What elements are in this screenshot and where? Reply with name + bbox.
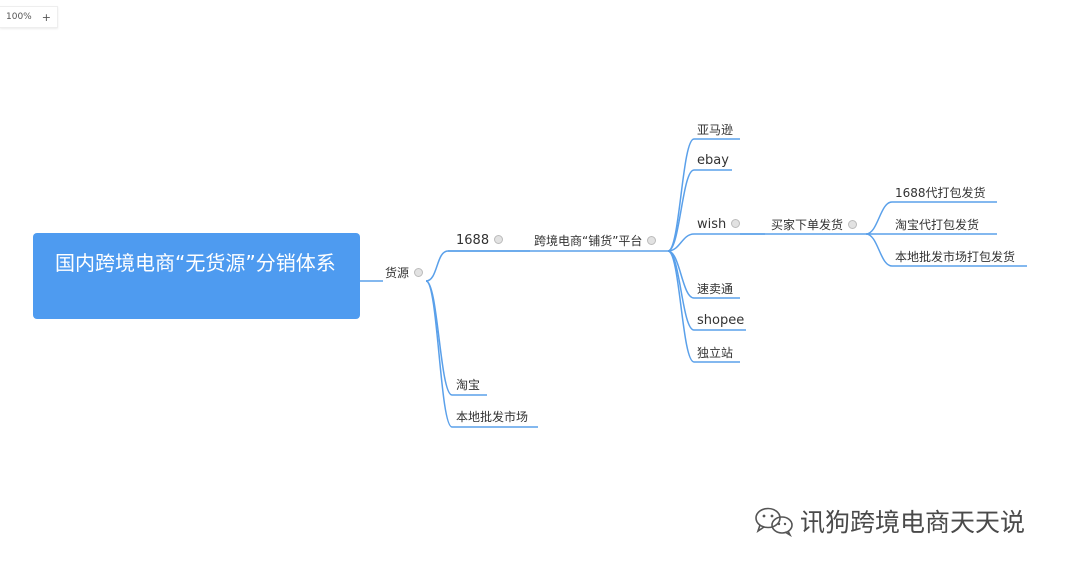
zoom-in-button[interactable]: + <box>41 10 51 24</box>
node-ship-taobao-label: 淘宝代打包发货 <box>895 218 980 232</box>
node-ship-1688-label: 1688代打包发货 <box>895 186 986 200</box>
node-local-market[interactable]: 本地批发市场 <box>456 408 528 426</box>
node-ebay[interactable]: ebay <box>697 152 729 170</box>
zoom-toolbar: 100% + <box>0 6 58 28</box>
node-1688[interactable]: 1688 <box>456 232 504 250</box>
node-aliexpress-label: 速卖通 <box>697 282 734 296</box>
zoom-level: 100% <box>6 12 32 22</box>
node-independent-label: 独立站 <box>697 346 734 360</box>
node-independent[interactable]: 独立站 <box>697 344 733 362</box>
node-wish[interactable]: wish <box>697 216 741 234</box>
root-node[interactable]: 国内跨境电商“无货源”分销体系 <box>33 233 360 319</box>
link-platform-independent <box>667 250 740 363</box>
node-1688-label: 1688 <box>456 233 490 248</box>
node-amazon[interactable]: 亚马逊 <box>697 121 733 139</box>
watermark-text: 讯狗跨境电商天天说 <box>800 508 1026 537</box>
watermark: 讯狗跨境电商天天说 <box>752 503 1025 539</box>
node-buyer-order-label: 买家下单发货 <box>771 218 844 232</box>
link-platform-ebay <box>667 169 732 252</box>
collapse-icon[interactable] <box>494 235 504 244</box>
node-ship-local-label: 本地批发市场打包发货 <box>895 250 1016 264</box>
link-source-1688 <box>425 250 530 282</box>
node-ebay-label: ebay <box>697 153 729 168</box>
node-buyer-order[interactable]: 买家下单发货 <box>771 216 858 234</box>
node-shopee[interactable]: shopee <box>697 312 744 330</box>
node-amazon-label: 亚马逊 <box>697 123 734 137</box>
node-ship-1688[interactable]: 1688代打包发货 <box>895 184 986 202</box>
wechat-icon <box>755 507 793 537</box>
link-buyer-local <box>865 233 1027 267</box>
collapse-icon[interactable] <box>414 268 424 277</box>
collapse-icon[interactable] <box>731 219 741 228</box>
node-local-market-label: 本地批发市场 <box>456 410 529 424</box>
node-source-label: 货源 <box>385 266 410 280</box>
node-platform-label: 跨境电商“铺货”平台 <box>534 234 643 248</box>
collapse-icon[interactable] <box>848 220 858 229</box>
node-wish-label: wish <box>697 217 727 232</box>
node-aliexpress[interactable]: 速卖通 <box>697 280 733 298</box>
link-platform-amazon <box>667 138 740 252</box>
node-ship-taobao[interactable]: 淘宝代打包发货 <box>895 216 979 234</box>
node-source[interactable]: 货源 <box>385 264 424 282</box>
collapse-icon[interactable] <box>647 236 657 245</box>
link-buyer-1688 <box>865 201 997 235</box>
node-taobao-label: 淘宝 <box>456 378 481 392</box>
link-platform-wish <box>667 233 765 252</box>
node-ship-local[interactable]: 本地批发市场打包发货 <box>895 248 1015 266</box>
node-platform[interactable]: 跨境电商“铺货”平台 <box>534 232 657 250</box>
link-source-local <box>425 280 538 428</box>
node-taobao[interactable]: 淘宝 <box>456 376 480 394</box>
root-label: 国内跨境电商“无货源”分销体系 <box>55 251 336 275</box>
node-shopee-label: shopee <box>697 313 745 328</box>
